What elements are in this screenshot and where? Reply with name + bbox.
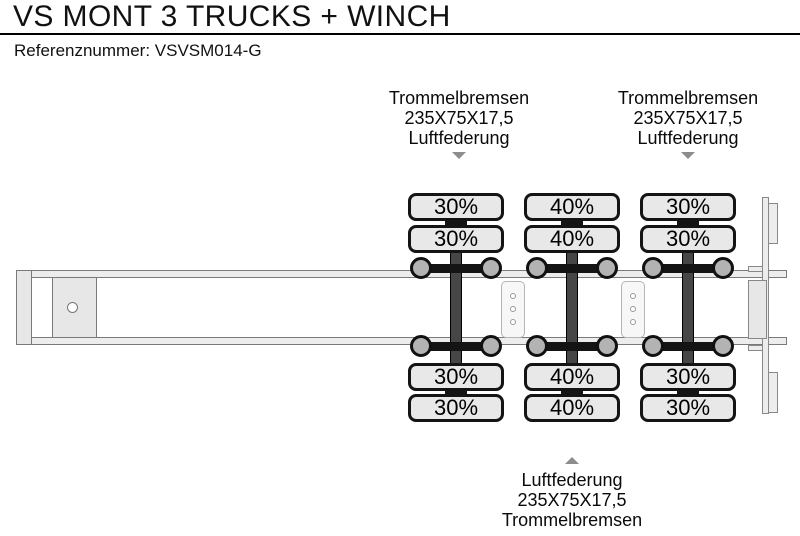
annotation-axle-2: Luftfederung 235X75X17,5 Trommelbremsen xyxy=(477,457,667,530)
tire-hub xyxy=(677,218,699,227)
tire-load-label: 30% xyxy=(640,394,736,422)
air-bellow xyxy=(596,335,618,357)
rear-light-box xyxy=(768,203,778,244)
tire-load-label: 30% xyxy=(640,363,736,391)
air-bellow xyxy=(642,257,664,279)
arrow-down-icon xyxy=(681,152,695,159)
plate-hole xyxy=(510,306,516,312)
tire-hub xyxy=(561,218,583,227)
suspension-bar xyxy=(416,264,496,273)
axle-group: 30% 30% 30% 30% xyxy=(408,193,504,422)
tire-hub xyxy=(561,388,583,397)
annotation-line: Trommelbremsen xyxy=(617,88,759,108)
tire-load-label: 40% xyxy=(524,363,620,391)
air-bellow xyxy=(480,257,502,279)
annotation-line: 235X75X17,5 xyxy=(517,490,627,510)
kingpin xyxy=(67,302,78,313)
page-title: VS MONT 3 TRUCKS + WINCH xyxy=(13,0,451,33)
tire-load-label: 30% xyxy=(408,363,504,391)
annotation-line: Luftfederung xyxy=(521,470,623,490)
axle-group: 30% 30% 30% 30% xyxy=(640,193,736,422)
annotation-line: 235X75X17,5 xyxy=(404,108,514,128)
annotation-line: Luftfederung xyxy=(637,128,739,148)
crossmember-plate xyxy=(621,281,645,338)
suspension-bar xyxy=(648,342,728,351)
tire-load-label: 30% xyxy=(408,193,504,221)
suspension-bar xyxy=(532,342,612,351)
rear-light-box xyxy=(768,372,778,413)
tire-hub xyxy=(445,218,467,227)
tire-load-label: 30% xyxy=(408,225,504,253)
suspension-bar xyxy=(532,264,612,273)
plate-hole xyxy=(630,306,636,312)
arrow-up-icon xyxy=(565,457,579,464)
air-bellow xyxy=(712,335,734,357)
tire-load-label: 30% xyxy=(408,394,504,422)
tire-hub xyxy=(445,388,467,397)
air-bellow xyxy=(596,257,618,279)
tire-load-label: 40% xyxy=(524,225,620,253)
air-bellow xyxy=(526,335,548,357)
plate-hole xyxy=(510,319,516,325)
crossmember-plate xyxy=(501,281,525,338)
air-bellow xyxy=(712,257,734,279)
annotation-line: Trommelbremsen xyxy=(501,510,643,530)
air-bellow xyxy=(526,257,548,279)
tire-load-label: 40% xyxy=(524,394,620,422)
tire-load-label: 40% xyxy=(524,193,620,221)
axle-group: 40% 40% 40% 40% xyxy=(524,193,620,422)
tire-load-label: 30% xyxy=(640,193,736,221)
rear-bracket xyxy=(748,266,763,272)
annotation-line: Luftfederung xyxy=(408,128,510,148)
air-bellow xyxy=(410,257,432,279)
annotation-line: Trommelbremsen xyxy=(388,88,530,108)
rear-bracket xyxy=(748,345,763,351)
suspension-bar xyxy=(648,264,728,273)
rear-crossmember xyxy=(748,280,767,339)
tire-load-label: 30% xyxy=(640,225,736,253)
annotation-axle-3: Trommelbremsen 235X75X17,5 Luftfederung xyxy=(593,88,783,159)
plate-hole xyxy=(630,293,636,299)
suspension-bar xyxy=(416,342,496,351)
plate-hole xyxy=(510,293,516,299)
annotation-line: 235X75X17,5 xyxy=(633,108,743,128)
plate-hole xyxy=(630,319,636,325)
header-divider xyxy=(0,33,800,35)
front-crossmember xyxy=(16,270,32,345)
air-bellow xyxy=(642,335,664,357)
reference-number: Referenznummer: VSVSM014-G xyxy=(14,41,262,60)
air-bellow xyxy=(480,335,502,357)
annotation-axle-1: Trommelbremsen 235X75X17,5 Luftfederung xyxy=(364,88,554,159)
arrow-down-icon xyxy=(452,152,466,159)
air-bellow xyxy=(410,335,432,357)
tire-hub xyxy=(677,388,699,397)
